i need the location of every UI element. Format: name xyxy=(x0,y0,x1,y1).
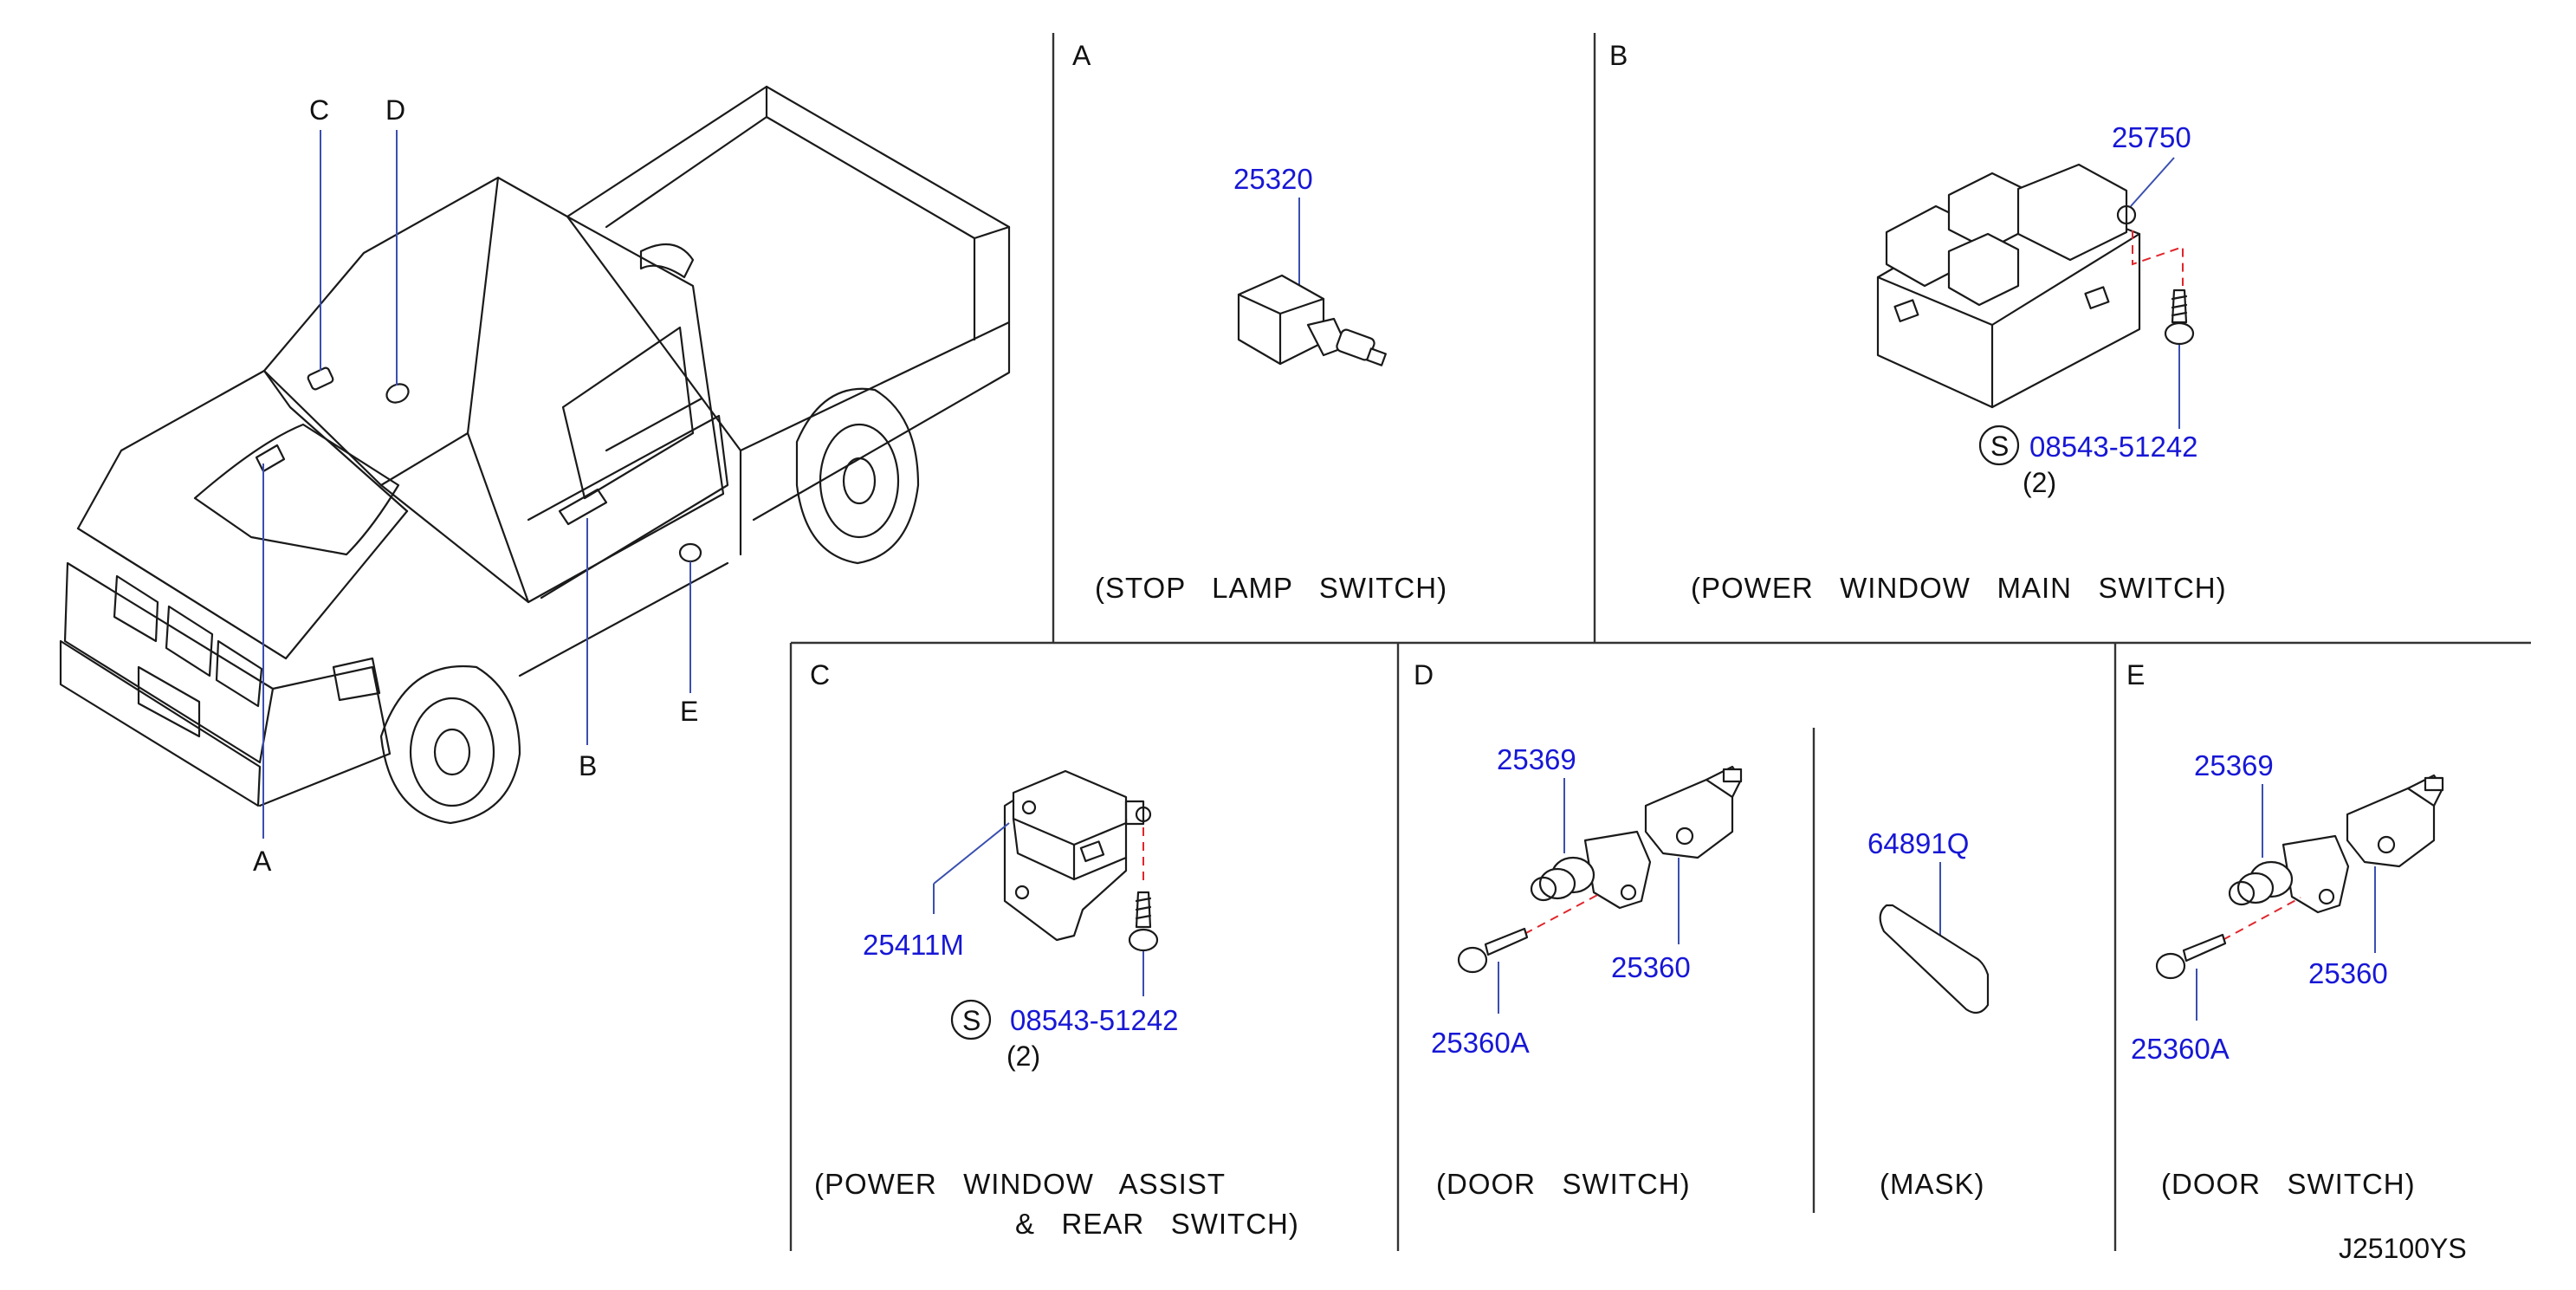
panel-d: D 25369 25360 25360A (DOOR SWITCH) xyxy=(1414,659,1743,1200)
door-switch-plunger-d xyxy=(1530,830,1652,910)
caption-power-window-assist-line1: (POWER WINDOW ASSIST xyxy=(814,1168,1226,1200)
part-number-25369-d: 25369 xyxy=(1497,743,1576,775)
panel-a: A 25320 (STOP LAMP SWITCH) xyxy=(1072,40,1447,604)
caption-power-window-main-switch: (POWER WINDOW MAIN SWITCH) xyxy=(1691,572,2227,604)
part-number-25320: 25320 xyxy=(1233,163,1313,195)
panel-mask: 64891Q (MASK) xyxy=(1867,827,1990,1200)
part-number-25360-d: 25360 xyxy=(1611,951,1691,983)
screw-25360a-e xyxy=(2155,933,2227,980)
truck-label-d: D xyxy=(385,94,405,126)
door-switch-body-e xyxy=(2346,774,2444,868)
panel-c: C 25411M S 08543-51242 (2) (POWER WINDOW… xyxy=(810,659,1299,1240)
part-number-25360a-d: 25360A xyxy=(1431,1027,1530,1059)
truck-label-c: C xyxy=(309,94,329,126)
truck-illustration: C D A B E xyxy=(59,85,1011,877)
screw-symbol-b: S xyxy=(1990,431,2009,462)
part-number-08543-51242-b: 08543-51242 xyxy=(2029,431,2198,463)
part-number-25369-e: 25369 xyxy=(2194,749,2274,781)
diagram-id-code: J25100YS xyxy=(2339,1233,2467,1264)
caption-door-switch-e: (DOOR SWITCH) xyxy=(2161,1168,2416,1200)
stop-lamp-switch-part xyxy=(1237,274,1387,366)
panel-c-letter: C xyxy=(810,659,830,690)
panel-d-letter: D xyxy=(1414,659,1434,690)
screw-25360a-d xyxy=(1457,927,1529,974)
truck-label-a: A xyxy=(253,846,272,877)
part-number-64891q: 64891Q xyxy=(1867,827,1969,859)
quantity-b: (2) xyxy=(2023,467,2056,498)
caption-power-window-assist-line2: & REAR SWITCH) xyxy=(1015,1208,1299,1240)
caption-stop-lamp-switch: (STOP LAMP SWITCH) xyxy=(1095,572,1447,604)
panel-frame xyxy=(789,33,2531,1251)
panel-a-letter: A xyxy=(1072,40,1091,71)
part-number-25360-e: 25360 xyxy=(2308,957,2388,989)
screw-08543-51242-c xyxy=(1128,891,1159,952)
part-number-25411m: 25411M xyxy=(863,929,964,961)
part-number-08543-51242-c: 08543-51242 xyxy=(1010,1004,1179,1036)
caption-mask: (MASK) xyxy=(1880,1168,1985,1200)
door-switch-body-d xyxy=(1644,765,1743,859)
part-number-25750: 25750 xyxy=(2112,121,2191,153)
panel-b-letter: B xyxy=(1609,40,1628,71)
truck-label-e: E xyxy=(680,696,698,727)
power-window-main-switch-part xyxy=(1876,163,2141,409)
screw-08543-51242-b xyxy=(2164,288,2195,346)
part-number-25360a-e: 25360A xyxy=(2131,1033,2230,1065)
mask-part xyxy=(1879,904,1990,1014)
quantity-c: (2) xyxy=(1006,1040,1040,1072)
panel-b: B 25750 S 08543-51242 (2) (POWER WINDOW … xyxy=(1609,40,2227,604)
caption-door-switch-d: (DOOR SWITCH) xyxy=(1436,1168,1691,1200)
door-switch-plunger-e xyxy=(2228,834,2350,914)
screw-symbol-c: S xyxy=(962,1005,981,1036)
panel-e-letter: E xyxy=(2126,659,2145,690)
truck-label-b: B xyxy=(579,750,597,781)
panel-e: E 25369 25360 25360A (DOOR SWITCH) xyxy=(2126,659,2444,1200)
power-window-assist-switch-part xyxy=(1003,769,1152,942)
